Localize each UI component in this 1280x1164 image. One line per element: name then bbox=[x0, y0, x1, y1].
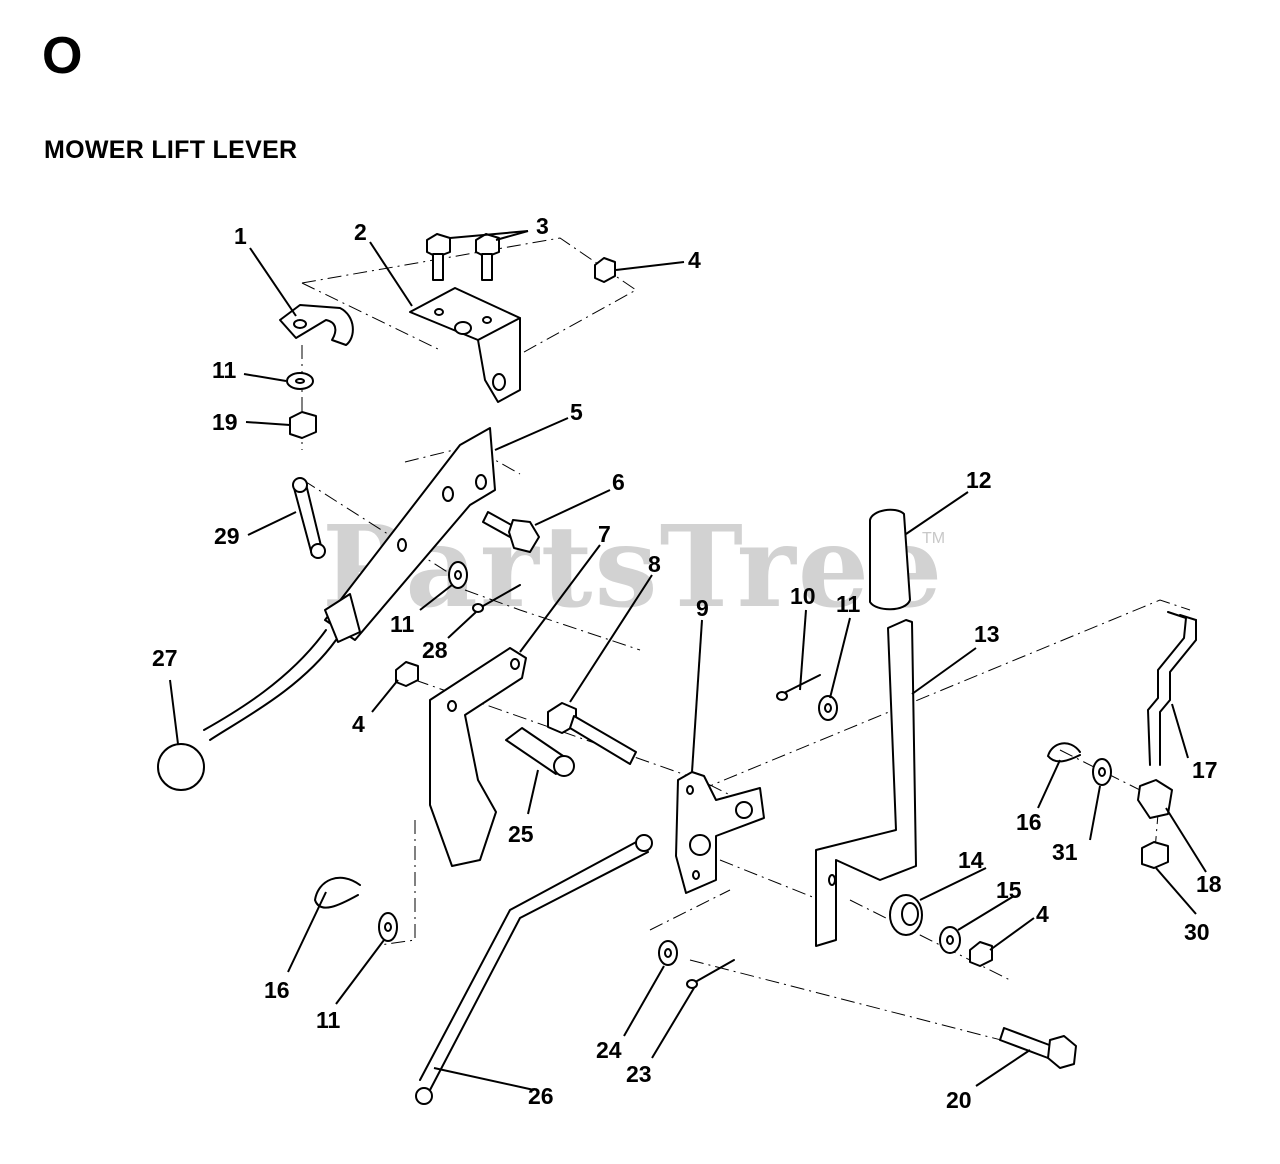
part-28-cotter-pin bbox=[472, 584, 521, 613]
callout-4: 4 bbox=[352, 711, 365, 737]
callout-17: 17 bbox=[1192, 757, 1218, 783]
callout-6: 6 bbox=[612, 469, 625, 495]
callout-24: 24 bbox=[596, 1037, 622, 1063]
part-13-lever bbox=[815, 619, 917, 947]
callout-labels: 1 2 3 4 4 4 4 5 6 7 8 9 10 11 11 11 11 1… bbox=[152, 213, 1222, 1113]
callout-10: 10 bbox=[790, 583, 816, 609]
callout-9: 9 bbox=[696, 595, 709, 621]
part-5-arm bbox=[324, 427, 496, 643]
part-11-washers bbox=[286, 372, 838, 942]
callout-13: 13 bbox=[974, 621, 1000, 647]
callout-12: 12 bbox=[966, 467, 992, 493]
callout-20: 20 bbox=[946, 1087, 972, 1113]
part-14-bushing bbox=[889, 894, 923, 936]
part-31-washer bbox=[1092, 758, 1112, 786]
callout-18: 18 bbox=[1196, 871, 1222, 897]
part-16-hairpins bbox=[313, 742, 1081, 909]
callout-16: 16 bbox=[1016, 809, 1042, 835]
callout-11: 11 bbox=[390, 611, 415, 637]
callout-4: 4 bbox=[1036, 901, 1049, 927]
callout-14: 14 bbox=[958, 847, 984, 873]
part-26-link-rod bbox=[415, 834, 653, 1105]
part-1-clip bbox=[279, 304, 354, 346]
part-9-plate bbox=[675, 771, 765, 894]
part-7-bracket bbox=[429, 647, 527, 867]
callout-8: 8 bbox=[648, 551, 661, 577]
callout-11: 11 bbox=[316, 1007, 341, 1033]
part-18-ferrule bbox=[1137, 779, 1173, 819]
callout-27: 27 bbox=[152, 645, 178, 671]
callout-7: 7 bbox=[598, 521, 611, 547]
callout-2: 2 bbox=[354, 219, 367, 245]
part-23-cotter-pin bbox=[686, 959, 735, 989]
callout-11: 11 bbox=[212, 357, 237, 383]
page-title: MOWER LIFT LEVER bbox=[44, 136, 298, 164]
callout-16: 16 bbox=[264, 977, 290, 1003]
part-29-link bbox=[292, 477, 326, 559]
leader-lines bbox=[169, 230, 1207, 1091]
callout-28: 28 bbox=[422, 637, 448, 663]
part-30-nut bbox=[1141, 841, 1169, 869]
callout-15: 15 bbox=[996, 877, 1022, 903]
callout-31: 31 bbox=[1052, 839, 1078, 865]
part-10-cotter-pin bbox=[776, 674, 821, 701]
callout-11: 11 bbox=[836, 591, 861, 617]
callout-3: 3 bbox=[536, 213, 549, 239]
part-27-knob-rod bbox=[157, 629, 337, 791]
callout-1: 1 bbox=[234, 223, 247, 249]
part-12-grip bbox=[869, 508, 911, 611]
section-letter: O bbox=[42, 27, 83, 85]
callout-19: 19 bbox=[212, 409, 238, 435]
part-24-washer bbox=[658, 940, 678, 966]
callout-29: 29 bbox=[214, 523, 240, 549]
part-15-washer bbox=[939, 926, 961, 954]
part-4-nuts bbox=[395, 257, 993, 967]
part-3-bolts bbox=[426, 233, 500, 281]
callout-26: 26 bbox=[528, 1083, 554, 1109]
part-20-bolt bbox=[999, 1027, 1077, 1069]
part-17-rod bbox=[1146, 611, 1197, 766]
callout-5: 5 bbox=[570, 399, 583, 425]
callout-30: 30 bbox=[1184, 919, 1210, 945]
callout-25: 25 bbox=[508, 821, 534, 847]
part-8-bolt bbox=[547, 702, 637, 765]
part-2-bracket bbox=[409, 287, 521, 403]
watermark-trademark: TM bbox=[922, 530, 946, 547]
callout-23: 23 bbox=[626, 1061, 652, 1087]
part-6-bolt bbox=[482, 511, 540, 553]
callout-4: 4 bbox=[688, 247, 701, 273]
part-25-spacer bbox=[505, 727, 575, 777]
part-19-nut bbox=[289, 411, 317, 439]
